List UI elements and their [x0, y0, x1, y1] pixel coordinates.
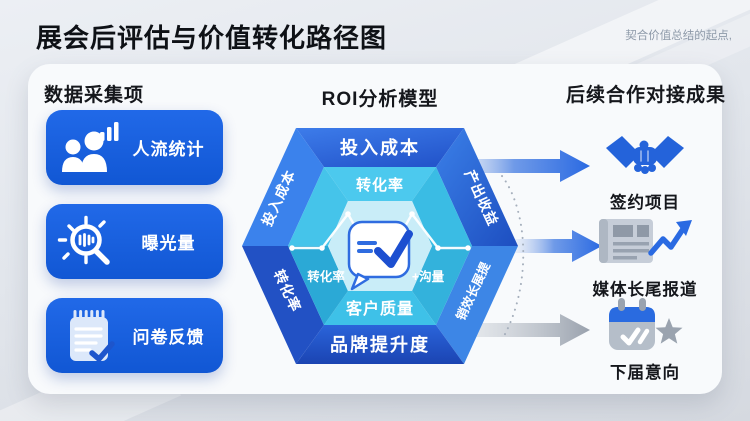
outcome-label: 签约项目 — [610, 194, 680, 212]
right-section-header: 后续合作对接成果 — [566, 85, 727, 106]
page-title: 展会后评估与价值转化路径图 — [36, 23, 388, 53]
outcome-label: 下届意向 — [610, 364, 680, 382]
outcome-media-reports: 媒体长尾报道 — [575, 211, 715, 300]
calendar-star-icon — [609, 298, 683, 350]
outcome-signed-projects: 签约项目 — [575, 128, 715, 213]
handshake-icon — [606, 136, 684, 174]
people-bar-chart-icon — [62, 121, 119, 172]
watermark-text: 契合价值总结的起点, — [625, 30, 732, 42]
newspaper-trend-icon — [599, 219, 692, 263]
outcome-next-intent: 下届意向 — [575, 296, 715, 383]
card-survey-feedback: 问卷反馈 — [46, 298, 223, 373]
card-foot-traffic: 人流统计 — [46, 110, 223, 185]
left-section-header: 数据采集项 — [44, 85, 145, 106]
card-exposure: 曝光量 — [46, 204, 223, 279]
outcome-label: 媒体长尾报道 — [592, 281, 698, 299]
card-label: 曝光量 — [141, 234, 196, 253]
card-label: 问卷反馈 — [132, 328, 205, 347]
center-section-header: ROI分析模型 — [321, 89, 439, 110]
card-label: 人流统计 — [132, 140, 205, 159]
notepad-check-icon — [70, 309, 115, 362]
magnifier-rays-icon — [57, 215, 110, 265]
